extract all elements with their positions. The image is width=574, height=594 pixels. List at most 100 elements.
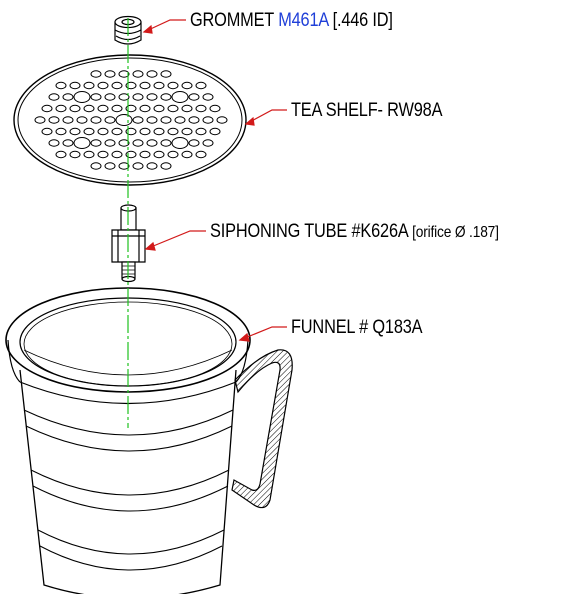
tea-shelf-hole xyxy=(139,127,151,136)
siphoning-tube-callout: SIPHONING TUBE #K626A [orifice Ø .187] xyxy=(210,222,499,241)
tea-shelf-hole xyxy=(118,139,130,147)
tea-shelf-hole xyxy=(111,104,123,113)
tea-shelf-large-hole xyxy=(115,114,133,126)
tea-shelf-large-hole xyxy=(73,137,91,149)
tea-shelf-hole xyxy=(132,116,144,124)
tea-shelf-hole xyxy=(55,104,67,113)
grommet-part-link[interactable]: M461A xyxy=(278,10,329,31)
tea-shelf-hole xyxy=(167,81,179,90)
tea-shelf-hole xyxy=(188,93,200,101)
tea-shelf-hole xyxy=(146,93,158,101)
tea-shelf-hole xyxy=(195,150,207,159)
tea-shelf-hole xyxy=(90,139,102,147)
tea-shelf-hole xyxy=(69,81,81,90)
tea-shelf-large-hole xyxy=(171,91,189,103)
tea-shelf-hole xyxy=(104,162,116,170)
tea-shelf-hole xyxy=(83,127,95,136)
tea-shelf-hole xyxy=(160,162,172,170)
tea-shelf-hole xyxy=(153,104,165,113)
tea-shelf-large-hole xyxy=(73,91,91,103)
tea-shelf-hole xyxy=(160,116,172,124)
tea-shelf-hole xyxy=(118,162,130,170)
tea-shelf-hole xyxy=(167,104,179,113)
tea-shelf-hole xyxy=(55,150,67,159)
tea-shelf-hole xyxy=(181,81,193,90)
leader-lines xyxy=(142,19,287,342)
tea-shelf-hole xyxy=(181,127,193,136)
tea-shelf-hole xyxy=(118,70,130,78)
tea-shelf-part xyxy=(13,54,247,186)
siphoning-tube-label: SIPHONING TUBE #K626A xyxy=(210,221,413,242)
tea-shelf-hole xyxy=(153,150,165,159)
tea-shelf-hole xyxy=(62,116,74,124)
tea-shelf-hole xyxy=(41,104,53,113)
siphoning-tube-spec: [orifice Ø .187] xyxy=(412,224,499,241)
tea-shelf-hole xyxy=(90,70,102,78)
tea-shelf-hole xyxy=(104,70,116,78)
grommet-callout: GROMMET M461A [.446 ID] xyxy=(190,11,393,30)
tea-shelf-holes xyxy=(34,70,228,170)
tea-shelf-hole xyxy=(90,93,102,101)
tea-shelf-hole xyxy=(83,150,95,159)
tea-shelf-hole xyxy=(167,150,179,159)
tea-shelf-hole xyxy=(90,116,102,124)
tea-shelf-hole xyxy=(132,93,144,101)
tea-shelf-hole xyxy=(97,104,109,113)
tea-shelf-hole xyxy=(153,81,165,90)
tea-shelf-hole xyxy=(146,70,158,78)
tea-shelf-hole xyxy=(69,104,81,113)
tea-shelf-hole xyxy=(76,116,88,124)
funnel-callout: FUNNEL # Q183A xyxy=(291,317,423,338)
tea-shelf-hole xyxy=(139,81,151,90)
tea-shelf-hole xyxy=(111,150,123,159)
tea-shelf-hole xyxy=(97,150,109,159)
tea-shelf-hole xyxy=(167,127,179,136)
tea-shelf-hole xyxy=(34,116,46,124)
tea-shelf-hole xyxy=(62,139,74,147)
tea-shelf-hole xyxy=(202,139,214,147)
tea-shelf-hole xyxy=(62,93,74,101)
tea-shelf-hole xyxy=(83,104,95,113)
funnel-handle xyxy=(231,349,293,509)
tea-shelf-hole xyxy=(160,70,172,78)
tea-shelf-hole xyxy=(209,104,221,113)
tea-shelf-hole xyxy=(139,150,151,159)
tea-shelf-hole xyxy=(202,93,214,101)
tea-shelf-hole xyxy=(69,150,81,159)
tea-shelf-hole xyxy=(181,104,193,113)
tea-shelf-hole xyxy=(41,127,53,136)
tea-shelf-hole xyxy=(188,116,200,124)
tea-shelf-hole xyxy=(146,116,158,124)
tea-shelf-hole xyxy=(104,93,116,101)
tea-shelf-hole xyxy=(195,104,207,113)
tea-shelf-hole xyxy=(97,81,109,90)
tea-shelf-hole xyxy=(69,127,81,136)
tea-shelf-hole xyxy=(111,127,123,136)
tea-shelf-hole xyxy=(160,139,172,147)
tea-shelf-callout: TEA SHELF- RW98A xyxy=(291,100,443,121)
tea-shelf-hole xyxy=(55,127,67,136)
tea-shelf-hole xyxy=(139,104,151,113)
tea-shelf-hole xyxy=(174,116,186,124)
tea-shelf-hole xyxy=(90,162,102,170)
tea-shelf-hole xyxy=(195,81,207,90)
tea-shelf-hole xyxy=(132,70,144,78)
tea-shelf-hole xyxy=(195,127,207,136)
tea-shelf-hole xyxy=(97,127,109,136)
tea-shelf-hole xyxy=(132,162,144,170)
tea-shelf-hole xyxy=(104,116,116,124)
funnel-part xyxy=(5,287,251,594)
tea-shelf-hole xyxy=(48,93,60,101)
tea-shelf-hole xyxy=(48,139,60,147)
tea-shelf-hole xyxy=(181,150,193,159)
tea-shelf-hole xyxy=(146,139,158,147)
tea-shelf-hole xyxy=(55,81,67,90)
tea-shelf-hole xyxy=(160,93,172,101)
tea-shelf-hole xyxy=(209,127,221,136)
tea-shelf-hole xyxy=(104,139,116,147)
tea-shelf-hole xyxy=(48,116,60,124)
tea-shelf-hole xyxy=(202,116,214,124)
tea-shelf-large-hole xyxy=(171,137,189,149)
tea-shelf-hole xyxy=(216,116,228,124)
